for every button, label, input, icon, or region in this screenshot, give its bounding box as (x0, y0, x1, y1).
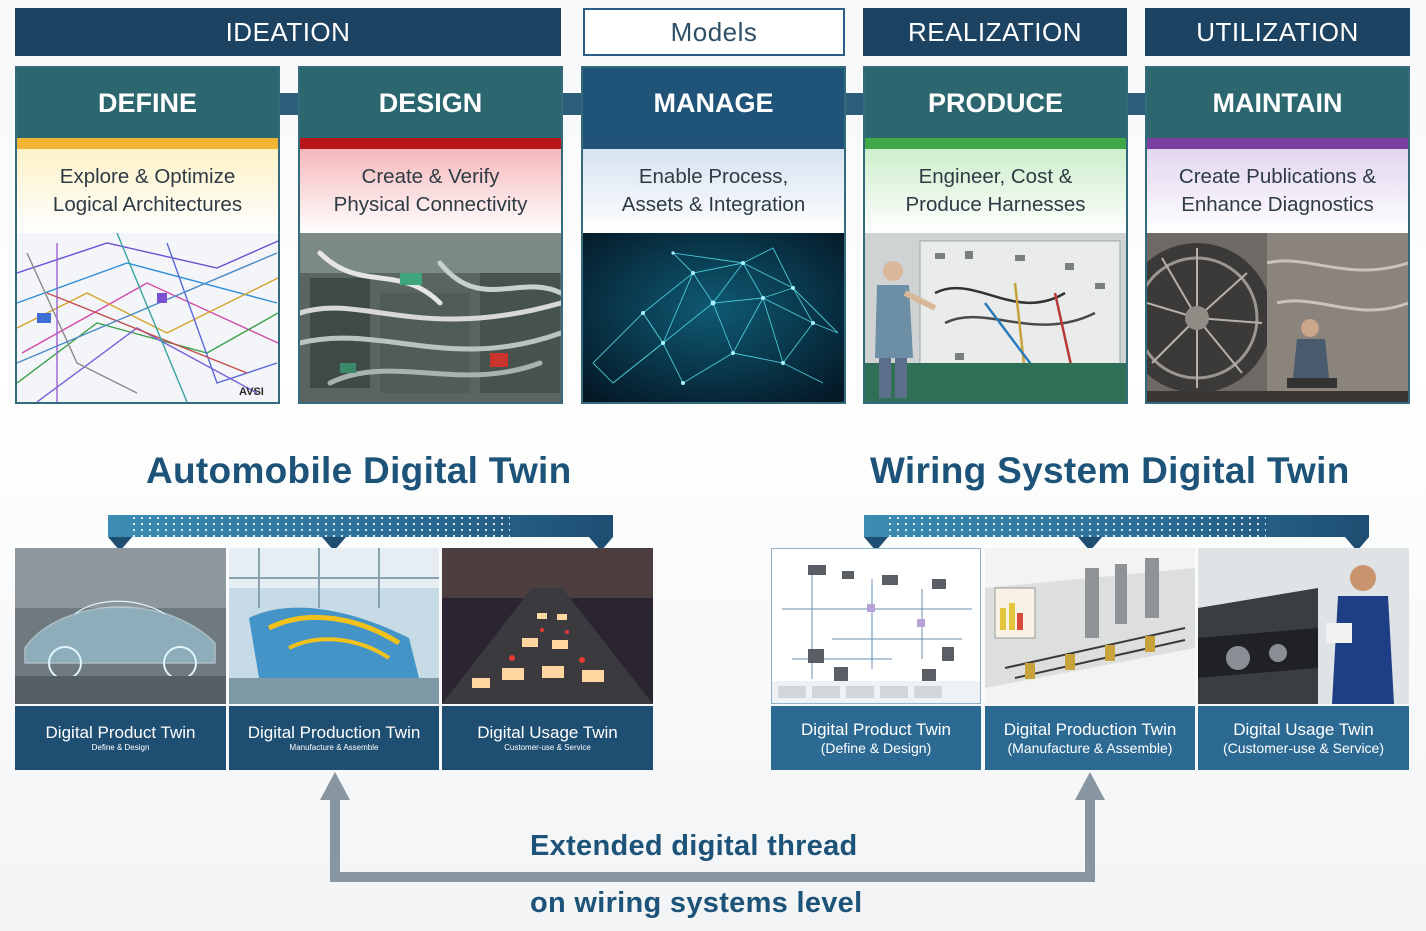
twin-label-subtitle: (Manufacture & Assemble) (1007, 739, 1173, 756)
dot-pattern (940, 492, 1190, 508)
column-maintain: MAINTAIN Create Publications & Enhance Di… (1145, 66, 1410, 404)
desc-line-2: Assets & Integration (621, 193, 806, 216)
produce-image (865, 233, 1126, 402)
network-mesh-illustration (583, 233, 844, 402)
wiring-product-twin-label: Digital Product Twin (Define & Design) (771, 706, 981, 770)
wiring-production-twin-label: Digital Production Twin (Manufacture & A… (985, 706, 1195, 770)
dot-pattern (130, 515, 510, 537)
column-title: PRODUCE (865, 68, 1126, 138)
phase-utilization: UTILIZATION (1145, 8, 1410, 56)
thread-caption-line-2: on wiring systems level (530, 887, 863, 919)
desc-line-2: Produce Harnesses (905, 193, 1086, 216)
thread-arrow-base (330, 872, 1095, 882)
column-stripe (1147, 138, 1408, 149)
dot-pattern (190, 492, 470, 508)
twin-label-subtitle: Customer-use & Service (504, 743, 591, 752)
auto-usage-image (442, 548, 653, 704)
card-connector (1126, 93, 1148, 115)
column-description: Enable Process, Assets & Integration (583, 149, 844, 233)
harness-design-illustration (300, 233, 561, 402)
mechanic-illustration (1198, 548, 1409, 704)
twin-label-title: Digital Production Twin (247, 723, 421, 742)
twin-label-title: Digital Product Twin (801, 719, 951, 739)
thread-arrow-right-shaft (1085, 800, 1095, 882)
engine-maintenance-illustration (1147, 233, 1408, 402)
band-tab (322, 537, 346, 551)
column-stripe (583, 138, 844, 149)
avsi-logo: AVSI (239, 386, 264, 398)
twin-label-title: Digital Production Twin (1003, 719, 1177, 739)
wiring-architecture-illustration: AVSI (17, 233, 278, 402)
dot-pattern (886, 515, 1266, 537)
wireframe-car-illustration (15, 548, 226, 704)
define-image: AVSI (17, 233, 278, 402)
band-tab (864, 537, 888, 551)
wiring-twin-title: Wiring System Digital Twin (870, 450, 1350, 491)
arrow-up-icon (320, 772, 350, 800)
wiring-usage-twin-label: Digital Usage Twin (Customer-use & Servi… (1198, 706, 1409, 770)
desc-line-2: Logical Architectures (52, 193, 243, 216)
desc-line-1: Explore & Optimize (59, 165, 236, 188)
design-image (300, 233, 561, 402)
wiring-usage-image (1198, 548, 1409, 704)
column-stripe (300, 138, 561, 149)
card-connector (562, 93, 584, 115)
column-title: DEFINE (17, 68, 278, 138)
auto-product-image (15, 548, 226, 704)
column-manage: MANAGE Enable Process, Assets & Integrati… (581, 66, 846, 404)
wiring-production-image (985, 548, 1195, 704)
auto-product-twin-label: Digital Product Twin Define & Design (15, 706, 226, 770)
desc-line-2: Enhance Diagnostics (1181, 193, 1374, 216)
manage-image (583, 233, 844, 402)
twin-label-title: Digital Usage Twin (1233, 719, 1374, 739)
desc-line-2: Physical Connectivity (333, 193, 528, 216)
column-title: MANAGE (583, 68, 844, 138)
desc-line-1: Engineer, Cost & (918, 165, 1073, 188)
column-stripe (865, 138, 1126, 149)
twin-label-subtitle: (Define & Design) (820, 739, 932, 756)
wiring-product-image (771, 548, 981, 704)
phase-models: Models (583, 8, 845, 56)
column-produce: PRODUCE Engineer, Cost & Produce Harnesse… (863, 66, 1128, 404)
twin-label-title: Digital Usage Twin (477, 723, 618, 742)
phase-ideation: IDEATION (15, 8, 561, 56)
thread-caption-line-1: Extended digital thread (530, 830, 858, 862)
auto-production-image (229, 548, 439, 704)
desc-line-1: Create & Verify (361, 165, 500, 188)
thread-arrow-left-shaft (330, 800, 340, 882)
desc-line-1: Create Publications & (1178, 165, 1377, 188)
twin-label-subtitle: Define & Design (91, 743, 150, 752)
formboard-illustration (985, 548, 1195, 704)
wiring-schematic-illustration (772, 549, 980, 703)
twin-label-subtitle: (Customer-use & Service) (1222, 739, 1385, 756)
phase-realization: REALIZATION (863, 8, 1127, 56)
traffic-illustration (442, 548, 653, 704)
band-tab (1345, 537, 1369, 551)
assembly-line-illustration (229, 548, 439, 704)
maintain-image (1147, 233, 1408, 402)
card-connector (280, 93, 300, 115)
band-tab (108, 537, 132, 551)
desc-line-1: Enable Process, (638, 165, 789, 188)
column-title: DESIGN (300, 68, 561, 138)
auto-usage-twin-label: Digital Usage Twin Customer-use & Servic… (442, 706, 653, 770)
column-description: Create Publications & Enhance Diagnostics (1147, 149, 1408, 233)
band-tab (1078, 537, 1102, 551)
band-tab (589, 537, 613, 551)
column-title: MAINTAIN (1147, 68, 1408, 138)
column-description: Engineer, Cost & Produce Harnesses (865, 149, 1126, 233)
arrow-up-icon (1075, 772, 1105, 800)
column-stripe (17, 138, 278, 149)
harness-production-illustration (865, 233, 1126, 402)
card-connector (844, 93, 866, 115)
auto-production-twin-label: Digital Production Twin Manufacture & As… (229, 706, 439, 770)
twin-label-subtitle: Manufacture & Assemble (289, 743, 379, 752)
automobile-twin-title: Automobile Digital Twin (146, 450, 572, 491)
twin-label-title: Digital Product Twin (45, 723, 196, 742)
